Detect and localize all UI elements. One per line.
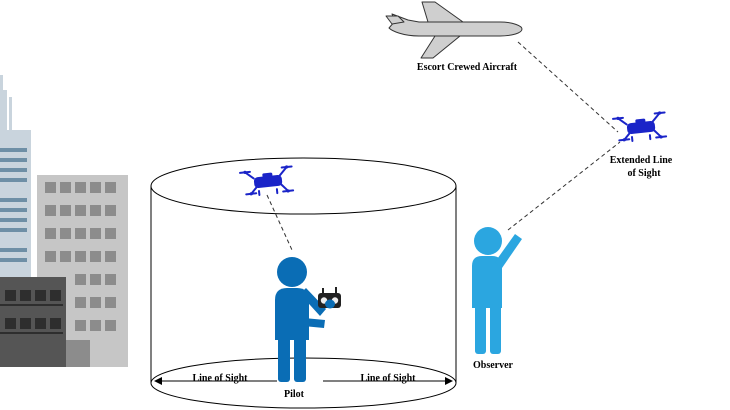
drone-icon <box>238 163 296 199</box>
line-of-sight-left-label: Line of Sight <box>192 373 248 384</box>
pilot-to-drone-sight-line <box>266 194 293 251</box>
aircraft-icon <box>385 1 523 59</box>
drone-icon <box>611 109 669 145</box>
pilot-icon <box>275 257 326 382</box>
drone-to-aircraft-sight-line <box>517 41 619 133</box>
building-windows <box>45 182 116 331</box>
extended-line-of-sight-label: Extended Line <box>610 155 673 166</box>
aircraft-label: Escort Crewed Aircraft <box>417 62 518 73</box>
line-of-sight-right-label: Line of Sight <box>360 373 416 384</box>
remote-controller-icon <box>318 287 341 309</box>
pilot-label: Pilot <box>284 389 305 400</box>
observer-label: Observer <box>473 360 514 371</box>
extended-line-of-sight-label-line2: of Sight <box>627 168 661 179</box>
buildings-icon <box>0 75 128 367</box>
observer-to-drone-sight-line <box>507 141 621 231</box>
observer-icon <box>472 227 522 354</box>
sight-lines <box>266 41 621 251</box>
line-of-sight-cylinder <box>150 157 457 409</box>
